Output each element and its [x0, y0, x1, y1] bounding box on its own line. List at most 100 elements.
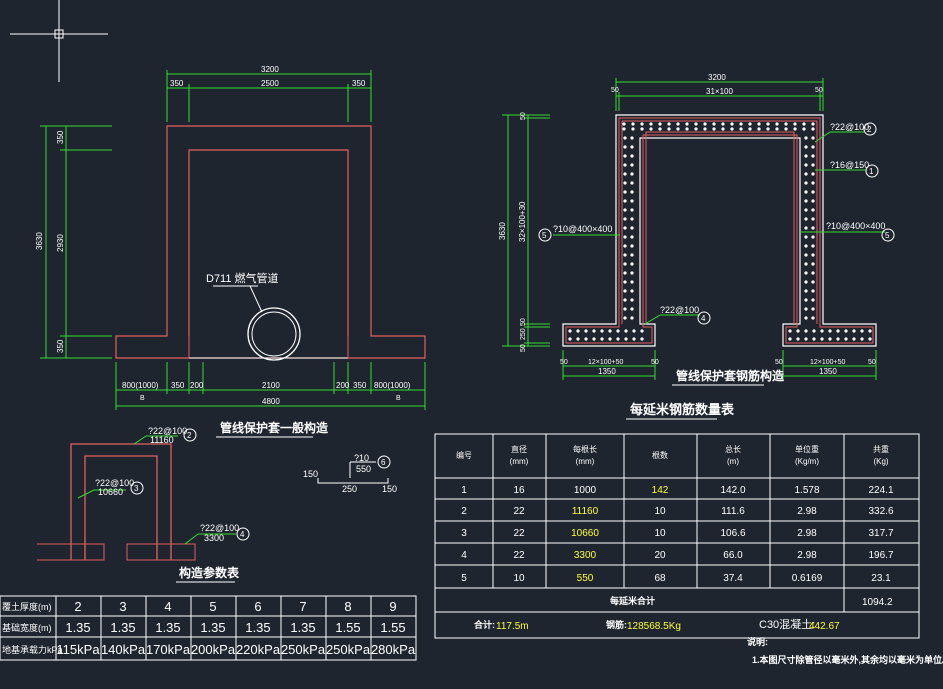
- param-cell: 6: [254, 599, 261, 614]
- dim-height-bottom: 350: [56, 339, 65, 353]
- rebar-dot: [812, 329, 816, 333]
- qty-cell: 317.7: [868, 528, 893, 539]
- rebar-dim-height-mid: 32×100+30: [518, 201, 527, 242]
- rebar-dot: [788, 337, 792, 341]
- rebar-dot: [811, 163, 815, 167]
- rebar-dot: [811, 316, 815, 320]
- rebar-dot: [804, 253, 808, 257]
- bar6-length: 550: [356, 464, 371, 474]
- rebar-dot: [623, 316, 627, 320]
- culvert-outline: [115, 125, 426, 359]
- qty-cell: 3300: [574, 550, 597, 561]
- rebar-dot: [623, 163, 627, 167]
- rebar-dot: [804, 163, 808, 167]
- rebar-dot: [811, 190, 815, 194]
- bar-2-shape: [70, 443, 172, 560]
- rebar-dot: [576, 329, 580, 333]
- param-cell: 9: [389, 599, 396, 614]
- rebar-dot: [804, 190, 808, 194]
- qty-cell: 10: [513, 573, 525, 584]
- rebar-dim-foot-right-total: 1350: [819, 367, 837, 376]
- rebar-dot: [623, 262, 627, 266]
- rebar-dot: [608, 329, 612, 333]
- rebar-dot: [568, 329, 572, 333]
- rebar-dot: [616, 329, 620, 333]
- rebar-dot: [640, 127, 644, 131]
- rebar-dot: [730, 122, 734, 126]
- qty-cell: 22: [513, 550, 525, 561]
- rebar-dot: [622, 122, 626, 126]
- param-cell: 1.35: [290, 620, 315, 635]
- rebar-dot: [630, 298, 634, 302]
- rebar-dot: [748, 122, 752, 126]
- bar6-label: ?10: [354, 453, 369, 463]
- rebar-dot: [623, 136, 627, 140]
- rebar-dot: [584, 337, 588, 341]
- param-cell: 7: [299, 599, 306, 614]
- rebar-dot: [860, 329, 864, 333]
- rebar-dot: [623, 172, 627, 176]
- rebar-dot: [630, 217, 634, 221]
- rebar-dim-left-small-3: 50: [520, 344, 527, 352]
- qty-cell: 1000: [574, 485, 597, 496]
- dim-bottom-6: 800(1000): [374, 381, 411, 390]
- rebar-dot: [623, 280, 627, 284]
- rebar-dot: [811, 172, 815, 176]
- dim-height-top: 350: [56, 130, 65, 144]
- rebar-dot: [630, 316, 634, 320]
- param-cell: 1.35: [245, 620, 270, 635]
- rebar-dot: [623, 307, 627, 311]
- rebar-dot: [766, 127, 770, 131]
- qty-cell: 5: [461, 573, 467, 584]
- rebar-dot: [811, 122, 815, 126]
- dim-bottom-0: 800(1000): [122, 381, 159, 390]
- rebar-dot: [676, 122, 680, 126]
- rebar-dot: [630, 136, 634, 140]
- qty-header: 总长: [725, 444, 741, 454]
- rebar-dot: [811, 298, 815, 302]
- rebar-dot: [623, 253, 627, 257]
- rebar-dot: [703, 122, 707, 126]
- rebar-dot: [623, 181, 627, 185]
- rebar-dot: [622, 127, 626, 131]
- rebar-dim-foot-right-50b: 50: [868, 359, 876, 366]
- bar2-label: ?22@100: [148, 426, 187, 436]
- param-cell: 280kPa: [371, 642, 416, 657]
- rebar-dot: [804, 226, 808, 230]
- rebar-dot: [804, 181, 808, 185]
- dim-top-left: 350: [170, 79, 184, 88]
- callout-circle-1: [865, 164, 879, 178]
- rebar-dim-left-small-2: 50: [520, 318, 527, 326]
- rebar-dot: [860, 337, 864, 341]
- dim-height-mid: 2930: [56, 234, 65, 252]
- rebar-dot: [804, 337, 808, 341]
- param-cell: 2: [74, 599, 81, 614]
- rebar-dot: [811, 127, 815, 131]
- rebar-dot: [623, 154, 627, 158]
- qty-cell: 142: [652, 485, 669, 496]
- rebar-dot: [630, 199, 634, 203]
- bar-6-shape: [317, 478, 389, 484]
- param-cell: 250kPa: [326, 642, 371, 657]
- callout-2: 2: [867, 125, 872, 134]
- callout-circle-5-right: [881, 228, 895, 242]
- sum-value: 117.5m: [496, 621, 529, 632]
- rebar-dot: [640, 329, 644, 333]
- rebar-dot: [631, 122, 635, 126]
- rebar-dot: [804, 262, 808, 266]
- bar6-dim-0: 150: [303, 469, 318, 479]
- param-row-label: 基础宽度(m): [2, 622, 52, 633]
- sum-label: 合计:: [474, 619, 495, 630]
- param-cell: 220kPa: [236, 642, 281, 657]
- bar6-dim-1: 250: [342, 484, 357, 494]
- dim-top-total: 3200: [261, 65, 279, 74]
- total-value: 1094.2: [862, 597, 893, 608]
- qty-header: 编号: [456, 450, 472, 460]
- total-label: 每延米合计: [610, 595, 655, 606]
- param-cell: 200kPa: [191, 642, 236, 657]
- qty-cell: 10: [654, 506, 666, 517]
- rebar-dim-left-small-0: 50: [520, 112, 527, 120]
- callout-circle-bar3: [130, 481, 144, 495]
- rebar-dot: [804, 154, 808, 158]
